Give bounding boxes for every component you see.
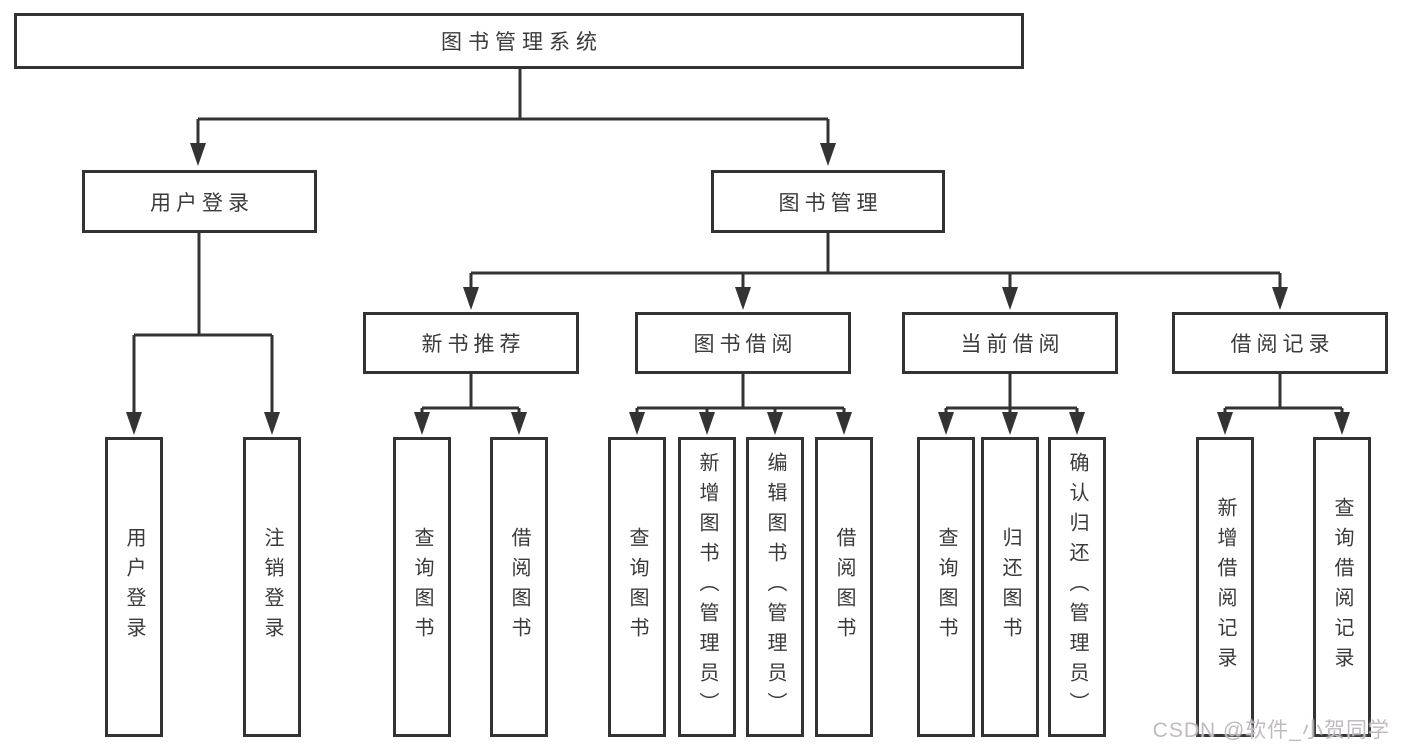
node-root: 图书管理系统 xyxy=(14,13,1024,69)
leaf-confirm-return-admin-label: 确认归还（管理员） xyxy=(1066,452,1088,722)
arrowhead xyxy=(629,412,645,435)
arrowhead xyxy=(1002,287,1018,310)
arrowhead xyxy=(699,412,715,435)
node-current-borrow: 当前借阅 xyxy=(902,312,1118,374)
connector-current-borrow-children xyxy=(938,374,1085,435)
node-borrow-records: 借阅记录 xyxy=(1172,312,1388,374)
node-user-login: 用户登录 xyxy=(82,170,317,233)
leaf-return-books: 归还图书 xyxy=(981,437,1039,737)
leaf-add-book-admin: 新增图书（管理员） xyxy=(678,437,736,737)
leaf-borrow-books: 借阅图书 xyxy=(815,437,873,737)
arrowhead xyxy=(820,143,836,166)
leaf-add-borrow-record-label: 新增借阅记录 xyxy=(1214,497,1236,677)
node-book-borrow: 图书借阅 xyxy=(635,312,851,374)
arrowhead xyxy=(264,412,280,435)
leaf-user-login-label: 用户登录 xyxy=(123,527,145,647)
arrowhead xyxy=(1069,412,1085,435)
node-current-borrow-label: 当前借阅 xyxy=(960,333,1065,356)
node-root-label: 图书管理系统 xyxy=(441,31,603,54)
leaf-borrow-books-label: 借阅图书 xyxy=(833,527,855,647)
arrowhead xyxy=(463,287,479,310)
connector-book-management-to-level3 xyxy=(463,233,1288,310)
arrowhead xyxy=(126,412,142,435)
node-new-book-recommend: 新书推荐 xyxy=(363,312,579,374)
leaf-borrow-books-recommend: 借阅图书 xyxy=(490,437,548,737)
connector-book-borrow-children xyxy=(629,374,852,435)
node-book-management-label: 图书管理 xyxy=(778,191,883,215)
arrowhead xyxy=(414,412,430,435)
leaf-logout: 注销登录 xyxy=(243,437,301,737)
arrowhead xyxy=(1334,412,1350,435)
arrowhead xyxy=(1002,412,1018,435)
leaf-query-books-current: 查询图书 xyxy=(917,437,975,737)
arrowhead xyxy=(190,143,206,166)
arrowhead xyxy=(735,287,751,310)
node-borrow-records-label: 借阅记录 xyxy=(1230,333,1335,356)
arrowhead xyxy=(836,412,852,435)
leaf-edit-book-admin: 编辑图书（管理员） xyxy=(746,437,804,737)
leaf-confirm-return-admin: 确认归还（管理员） xyxy=(1048,437,1106,737)
arrowhead xyxy=(1272,287,1288,310)
arrowhead xyxy=(767,412,783,435)
connector-root-to-level2 xyxy=(190,69,836,166)
leaf-query-books-current-label: 查询图书 xyxy=(935,527,957,647)
leaf-edit-book-admin-label: 编辑图书（管理员） xyxy=(764,452,786,722)
leaf-query-books-recommend-label: 查询图书 xyxy=(411,527,433,647)
leaf-borrow-books-recommend-label: 借阅图书 xyxy=(508,527,530,647)
leaf-logout-label: 注销登录 xyxy=(261,527,283,647)
node-user-login-label: 用户登录 xyxy=(150,191,254,215)
connector-new-book-children xyxy=(414,374,527,435)
connector-user-login-children xyxy=(126,233,280,435)
leaf-add-book-admin-label: 新增图书（管理员） xyxy=(696,452,718,722)
leaf-query-books-borrow: 查询图书 xyxy=(608,437,666,737)
leaf-return-books-label: 归还图书 xyxy=(999,527,1021,647)
arrowhead xyxy=(1217,412,1233,435)
connector-borrow-records-children xyxy=(1217,374,1350,435)
leaf-query-books-borrow-label: 查询图书 xyxy=(626,527,648,647)
node-book-borrow-label: 图书借阅 xyxy=(693,333,798,356)
leaf-user-login: 用户登录 xyxy=(105,437,163,737)
node-new-book-recommend-label: 新书推荐 xyxy=(421,333,526,356)
leaf-query-borrow-record-label: 查询借阅记录 xyxy=(1331,497,1353,677)
arrowhead xyxy=(511,412,527,435)
leaf-query-books-recommend: 查询图书 xyxy=(393,437,451,737)
node-book-management: 图书管理 xyxy=(711,170,945,233)
leaf-query-borrow-record: 查询借阅记录 xyxy=(1313,437,1371,737)
watermark: CSDN @软件_小贺同学 xyxy=(1152,719,1390,742)
arrowhead xyxy=(938,412,954,435)
leaf-add-borrow-record: 新增借阅记录 xyxy=(1196,437,1254,737)
